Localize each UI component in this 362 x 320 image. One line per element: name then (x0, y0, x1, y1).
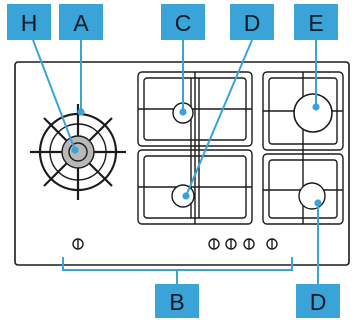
callout-d-bottom-label: D (310, 289, 327, 315)
wok-outer-ring (38, 112, 118, 192)
control-knob-icon (243, 238, 255, 250)
pointer-lines (32, 39, 322, 285)
right-bottom-burner (298, 182, 326, 210)
callout-a-label: A (73, 10, 89, 36)
control-knob-icon (266, 238, 278, 250)
callout-h: H (7, 4, 51, 40)
control-knob-icon (225, 238, 237, 250)
callout-e-label: E (308, 10, 323, 36)
control-knobs (72, 238, 278, 250)
callout-a: A (59, 4, 103, 40)
control-knob-icon (72, 238, 84, 250)
wok-inner-cap (68, 142, 88, 162)
callout-d-top-label: D (244, 10, 261, 36)
callout-d-bottom: D (296, 284, 340, 318)
middle-grate (137, 71, 253, 225)
callout-h-label: H (21, 10, 38, 36)
pointer-d-top (185, 39, 253, 197)
callout-c: C (161, 4, 205, 40)
control-knob-icon (208, 238, 220, 250)
callout-d-top: D (230, 4, 274, 40)
pointer-h (32, 39, 76, 151)
right-top-burner (293, 93, 333, 133)
callout-b: B (155, 284, 199, 318)
callout-b-label: B (169, 289, 184, 315)
wok-burner (30, 104, 126, 200)
wok-mid-ring (49, 123, 107, 181)
callout-e: E (294, 4, 338, 40)
callout-c-label: C (175, 10, 192, 36)
